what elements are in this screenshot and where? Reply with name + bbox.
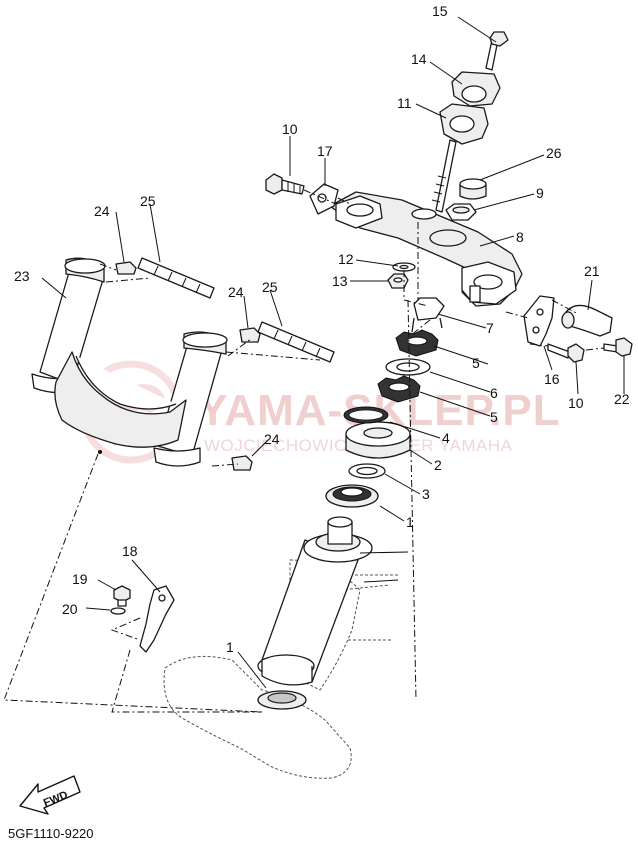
callout-21: 21 — [584, 263, 600, 279]
upper-bearing — [325, 484, 379, 508]
callout-1-lower: 1 — [226, 639, 234, 655]
leader-lines — [41, 16, 625, 689]
label-strip-b — [257, 321, 335, 363]
o-ring — [343, 406, 389, 424]
holder-washer — [110, 607, 126, 615]
callout-22: 22 — [614, 391, 630, 407]
bolt-left — [265, 173, 305, 195]
upper-bracket — [329, 191, 523, 307]
wire-holder — [561, 304, 613, 337]
callout-2: 2 — [434, 457, 442, 473]
dust-seal — [348, 463, 386, 479]
callout-12: 12 — [338, 251, 354, 267]
lock-washer — [385, 358, 431, 376]
callout-10-lower: 10 — [568, 395, 584, 411]
holder-bolt — [113, 585, 131, 607]
plain-washer — [392, 262, 416, 272]
callout-20: 20 — [62, 601, 78, 617]
handlebar-holder-lower — [431, 103, 489, 213]
label-strip-a — [137, 257, 215, 299]
callout-23: 23 — [14, 268, 30, 284]
callout-15: 15 — [432, 3, 448, 19]
damper-b — [239, 327, 261, 343]
callout-8: 8 — [516, 229, 524, 245]
reference-lines — [3, 189, 605, 713]
callout-7: 7 — [486, 320, 494, 336]
callout-24-top: 24 — [94, 203, 110, 219]
callout-26: 26 — [546, 145, 562, 161]
callout-5-lower: 5 — [490, 409, 498, 425]
callout-16: 16 — [544, 371, 560, 387]
hex-nut — [387, 273, 409, 289]
handlebar-bolt — [485, 31, 509, 71]
steering-stem-shaft — [257, 516, 409, 686]
callout-14: 14 — [411, 51, 427, 67]
callout-labels: 15 14 11 10 17 26 9 8 24 25 23 12 13 24 … — [14, 3, 630, 655]
callout-1-upper: 1 — [406, 514, 414, 530]
hose-holder — [139, 585, 175, 653]
callout-13: 13 — [332, 273, 348, 289]
callout-10-upper: 10 — [282, 121, 298, 137]
bearing-race-cover — [345, 421, 411, 459]
stem-cap — [459, 178, 487, 200]
callout-25-mid: 25 — [262, 279, 278, 295]
callout-4: 4 — [442, 430, 450, 446]
steering-stem-nut — [445, 203, 477, 221]
bolt-right — [547, 343, 585, 363]
handlebar-holder-upper — [451, 71, 501, 107]
callout-25-top: 25 — [140, 193, 156, 209]
tab-lock-washer — [411, 297, 445, 333]
callout-9: 9 — [536, 185, 544, 201]
callout-6: 6 — [490, 385, 498, 401]
callout-24-bottom: 24 — [264, 431, 280, 447]
callout-3: 3 — [422, 486, 430, 502]
damper-a — [115, 261, 137, 275]
screw-right — [603, 337, 633, 357]
callout-19: 19 — [72, 571, 88, 587]
headlight-bracket — [523, 295, 555, 347]
callout-5-upper: 5 — [472, 355, 480, 371]
callout-11: 11 — [397, 95, 412, 111]
diagram-code: 5GF1110-9220 — [8, 826, 94, 841]
ring-nut-upper — [395, 329, 439, 357]
callout-17: 17 — [317, 143, 333, 159]
callout-18: 18 — [122, 543, 138, 559]
damper-c — [231, 455, 253, 471]
forward-direction-arrow-icon: FWD — [19, 775, 81, 815]
fork-cover-assembly — [31, 257, 228, 467]
lower-bearing — [257, 690, 307, 710]
callout-24-mid: 24 — [228, 284, 244, 300]
